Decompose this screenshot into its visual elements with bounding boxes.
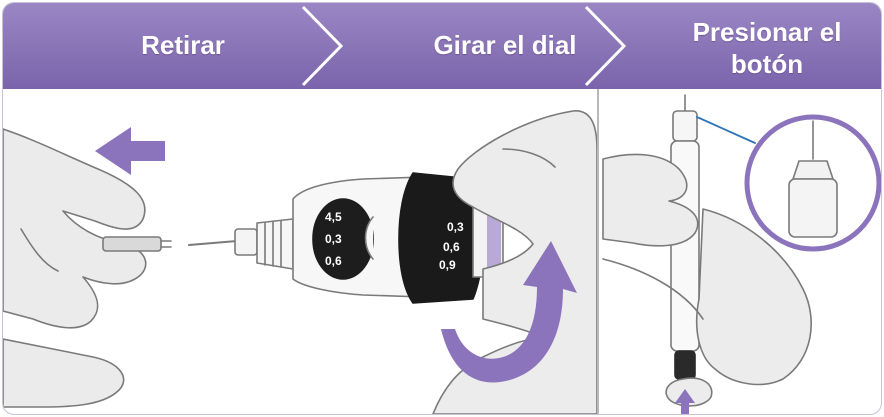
header-background [3,3,881,89]
needle-cap-graphic [102,236,172,252]
step-3-label-line-1: Presionar el [692,17,842,47]
step-2-label: Girar el dial [433,30,577,60]
illustration: 4,5 0,3 0,6 0,3 0,6 0,9 [3,94,881,414]
left-hand-graphic [3,128,147,408]
rotate-arrow-icon [441,241,577,383]
step-1-label: Retirar [141,30,225,60]
pen-body-graphic [292,176,424,298]
step-header-bar [3,3,881,89]
panel-divider [597,89,599,414]
needle-graphic [188,218,294,270]
zoom-circle-graphic [744,114,881,252]
dial-side-value-2: 0,6 [443,240,460,254]
pressing-hand-graphic [602,153,812,407]
step-3-label: Presionar el botón [653,16,881,80]
step-3-label-line-2: botón [730,49,804,79]
chevron-2-icon [584,5,627,87]
left-arrow-icon [95,127,165,175]
dial-window-value-1: 4,5 [325,210,342,224]
dial-side-value-1: 0,3 [447,220,464,234]
dial-window-value-3: 0,6 [325,254,342,268]
dial-window-value-2: 0,3 [325,232,342,246]
zoom-callout-line [696,116,756,144]
up-arrow-icon [675,389,695,414]
chevron-1-icon [301,5,344,87]
dial-side-value-3: 0,9 [439,258,456,272]
